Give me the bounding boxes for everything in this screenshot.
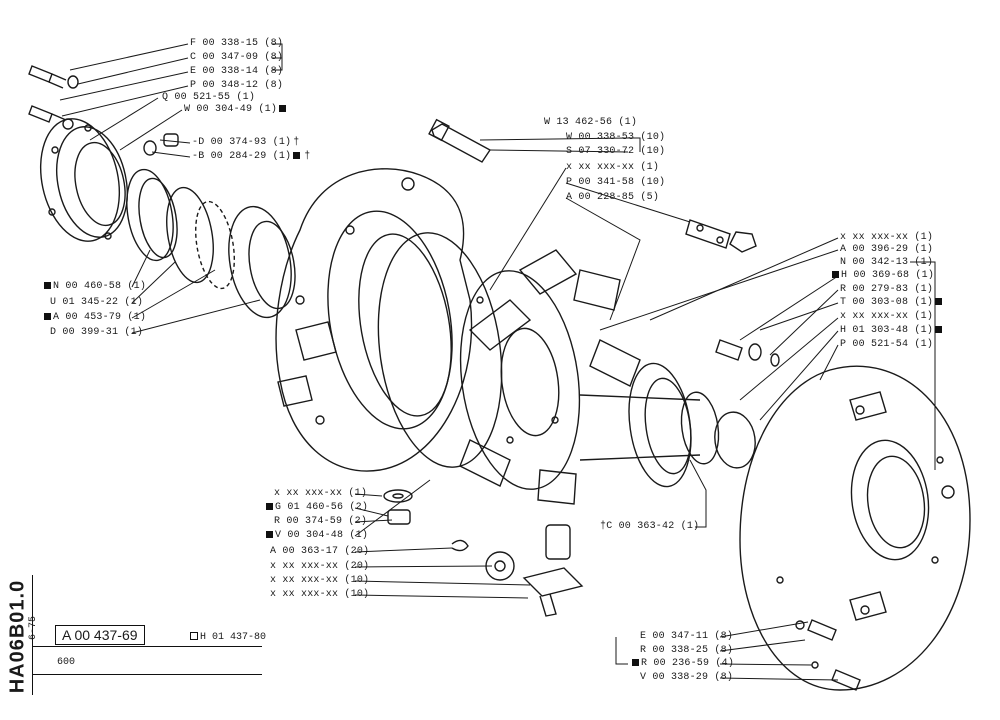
bolt-top-center <box>428 118 492 163</box>
filled-square-icon <box>632 658 639 666</box>
model-number: 600 <box>57 657 76 668</box>
bolts-top-left <box>28 65 79 130</box>
label-h00369: H 00 369-68 (1) <box>830 270 934 282</box>
filled-square-icon <box>935 325 943 333</box>
title-rule <box>32 646 262 647</box>
label-xx-right-2: x xx xxx-xx (1) <box>840 311 934 322</box>
label-xx-bottom-1: x xx xxx-xx (1) <box>274 488 368 499</box>
label-q00521: Q 00 521-55 (1) <box>162 92 256 103</box>
filled-square-icon <box>44 312 51 320</box>
label-t00303: T 00 303-08 (1) <box>840 297 944 309</box>
large-o-ring <box>377 232 503 468</box>
link-plate <box>685 219 757 253</box>
bottom-small-parts <box>383 489 584 617</box>
label-r00374: R 00 374-59 (2) <box>274 516 368 527</box>
main-housing <box>275 168 473 472</box>
label-e00338: E 00 338-14 (8) <box>190 66 284 77</box>
label-w00338: W 00 338-53 (10) <box>566 132 666 143</box>
label-s07330: S 07 330-72 (10) <box>566 146 666 157</box>
part-number: A 00 437-69 <box>55 625 145 645</box>
plug-d-b <box>143 133 179 156</box>
label-xx-right-1: x xx xxx-xx (1) <box>840 232 934 243</box>
filled-square-icon <box>832 270 839 278</box>
dagger-icon: † <box>304 151 311 162</box>
flex-coupling <box>459 249 641 505</box>
label-r00236: R 00 236-59 (4) <box>630 658 734 670</box>
open-square-icon <box>190 632 198 641</box>
title-rule-bottom <box>32 674 262 675</box>
right-flange-plate <box>739 365 971 691</box>
label-c00363: †C 00 363-42 (1) <box>600 521 700 532</box>
alt-part-number: H 01 437-80 <box>188 632 266 643</box>
label-g01460: G 01 460-56 (2) <box>264 502 368 514</box>
label-p00521: P 00 521-54 (1) <box>840 339 934 350</box>
label-xx-top: x xx xxx-xx (1) <box>566 162 660 173</box>
label-v00338: V 00 338-29 (8) <box>640 672 734 683</box>
filled-square-icon <box>935 297 943 305</box>
filled-square-icon <box>266 530 273 538</box>
seal-rings <box>126 168 296 319</box>
filled-square-icon <box>266 502 273 510</box>
label-b00284: -B 00 284-29 (1)† <box>192 151 311 162</box>
left-cover-plate <box>39 118 128 242</box>
filled-square-icon <box>293 151 301 159</box>
label-a00396: A 00 396-29 (1) <box>840 244 934 255</box>
dagger-icon: † <box>600 521 607 532</box>
label-r00338: R 00 338-25 (8) <box>640 645 734 656</box>
sheet-date: 6-75 <box>28 615 39 640</box>
sheet-code: HA06B01.0 <box>6 579 29 694</box>
label-xx-bottom-2: x xx xxx-xx (20) <box>270 561 370 572</box>
label-w13462: W 13 462-56 (1) <box>544 117 638 128</box>
label-d00374: -D 00 374-93 (1)† <box>192 137 300 148</box>
dagger-icon: † <box>293 137 300 148</box>
label-p00341: P 00 341-58 (10) <box>566 177 666 188</box>
label-h01303: H 01 303-48 (1) <box>840 325 944 337</box>
label-u01345: U 01 345-22 (1) <box>50 297 144 308</box>
label-xx-bottom-3: x xx xxx-xx (10) <box>270 575 370 586</box>
sheet-code-block: HA06B01.0 <box>2 575 33 695</box>
label-w00304: W 00 304-49 (1) <box>184 104 288 116</box>
label-xx-bottom-4: x xx xxx-xx (10) <box>270 589 370 600</box>
label-n00460: N 00 460-58 (1) <box>42 281 146 293</box>
label-f00338: F 00 338-15 (8) <box>190 38 284 49</box>
bolts-bottom-right <box>795 619 861 691</box>
label-a00363: A 00 363-17 (20) <box>270 546 370 557</box>
filled-square-icon <box>279 104 287 112</box>
label-a00453: A 00 453-79 (1) <box>42 312 146 324</box>
shaft-bearing <box>579 362 756 488</box>
label-e00347: E 00 347-11 (8) <box>640 631 734 642</box>
screw-right-small <box>715 339 780 367</box>
label-c00347: C 00 347-09 (8) <box>190 52 284 63</box>
leader-lines <box>59 43 936 681</box>
filled-square-icon <box>44 281 51 289</box>
label-v00304: V 00 304-48 (1) <box>264 530 368 542</box>
label-d00399: D 00 399-31 (1) <box>50 327 144 338</box>
label-r00279: R 00 279-83 (1) <box>840 284 934 295</box>
label-n00342: N 00 342-13 (1) <box>840 257 934 268</box>
label-p00348: P 00 348-12 (8) <box>190 80 284 91</box>
label-a00228: A 00 228-85 (5) <box>566 192 660 203</box>
